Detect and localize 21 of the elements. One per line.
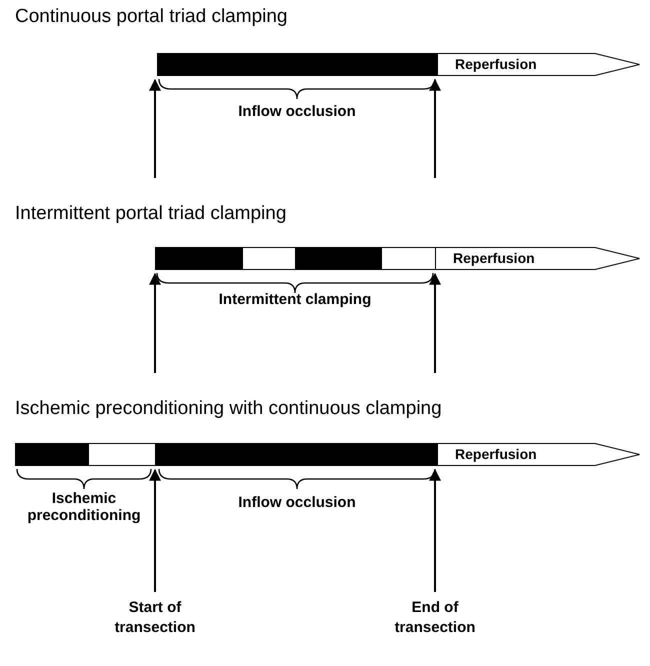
arrow — [429, 272, 441, 373]
timeline-bar — [157, 53, 438, 76]
heading: Ischemic preconditioning with continuous clamping — [15, 398, 442, 420]
timeline-bar — [155, 247, 436, 270]
arrow — [149, 468, 161, 592]
brace-label: Ischemic preconditioning — [26, 490, 142, 524]
arrow — [149, 78, 161, 178]
brace-label: Intermittent clamping — [218, 291, 372, 308]
timeline-arrow: Reperfusion — [437, 53, 640, 76]
brace-label: Inflow occlusion — [238, 103, 356, 120]
brace-label: Inflow occlusion — [238, 494, 356, 511]
arrow — [149, 272, 161, 373]
heading: Continuous portal triad clamping — [15, 6, 288, 28]
heading: Intermittent portal triad clamping — [15, 203, 286, 225]
event-label: End of transection — [375, 598, 495, 638]
event-label: Start of transection — [95, 598, 215, 638]
timeline-arrow: Reperfusion — [437, 443, 640, 466]
timeline-arrow: Reperfusion — [435, 247, 640, 270]
timeline-bar — [15, 443, 438, 466]
arrow — [429, 78, 441, 178]
arrow — [429, 468, 441, 592]
